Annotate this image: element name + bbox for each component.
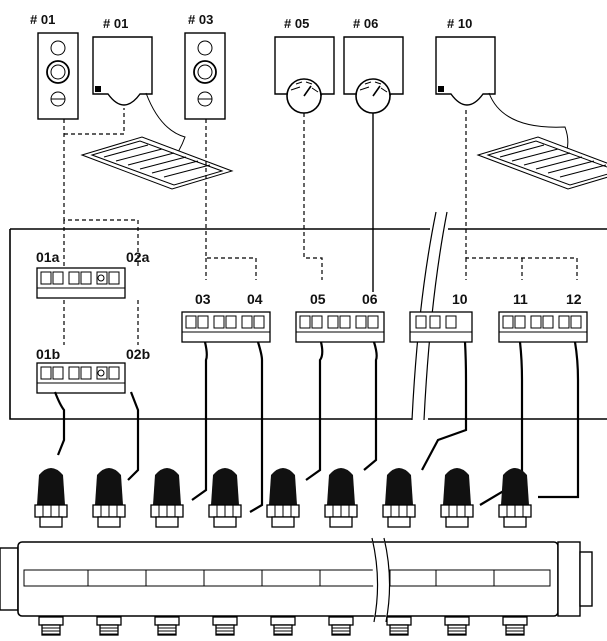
terminal-01a-label: 01a: [36, 249, 60, 265]
break-mark-bottom: [371, 537, 391, 623]
actuator-6: [324, 467, 358, 528]
outlet-7: [386, 616, 412, 636]
outlet-9: [502, 616, 528, 636]
terminal-02b-label: 02b: [126, 346, 150, 362]
actuator-9: [498, 467, 532, 528]
thermostat-03-switch: [184, 32, 226, 120]
actuator-4: [208, 467, 242, 528]
terminal-03-label: 03: [195, 291, 211, 307]
floor-heating-mat-10-icon: [477, 136, 607, 190]
control-box-frame: [9, 228, 607, 420]
outlet-5: [270, 616, 296, 636]
connector-block-01b-02b: [36, 362, 126, 394]
outlet-8: [444, 616, 470, 636]
outlet-1: [38, 616, 64, 636]
manifold: [0, 537, 593, 623]
actuator-8: [440, 467, 474, 528]
outlet-4: [212, 616, 238, 636]
thermostat-06-label: # 06: [353, 16, 378, 31]
thermostat-05-label: # 05: [284, 16, 309, 31]
thermostat-05-dial: [274, 36, 335, 114]
terminal-02a-label: 02a: [126, 249, 150, 265]
terminal-12-label: 12: [566, 291, 582, 307]
thermostat-10-sensor: [435, 36, 607, 190]
thermostat-01-sensor-label: # 01: [103, 16, 128, 31]
connector-block-11-12: [498, 311, 588, 343]
terminal-01b-label: 01b: [36, 346, 60, 362]
connector-block-03-04: [181, 311, 271, 343]
connector-block-01a-02a: [36, 267, 126, 299]
actuator-2: [92, 467, 126, 528]
actuator-wires: [53, 341, 580, 513]
thermostat-01-switch: [37, 32, 79, 120]
actuator-3: [150, 467, 184, 528]
connector-block-05-06: [295, 311, 385, 343]
actuator-1: [34, 467, 68, 528]
terminal-10-label: 10: [452, 291, 468, 307]
terminal-06-label: 06: [362, 291, 378, 307]
thermostat-01-sensor: [81, 36, 233, 190]
thermostat-06-dial: [343, 36, 404, 114]
thermostat-01-switch-label: # 01: [30, 12, 55, 27]
floor-heating-mat-01-icon: [81, 136, 233, 190]
thermostat-03-label: # 03: [188, 12, 213, 27]
thermostat-10-label: # 10: [447, 16, 472, 31]
terminal-05-label: 05: [310, 291, 326, 307]
actuator-5: [266, 467, 300, 528]
control-wiring: [63, 108, 578, 345]
outlet-2: [96, 616, 122, 636]
actuator-7: [382, 467, 416, 528]
connector-block-10: [409, 311, 473, 343]
outlet-6: [328, 616, 354, 636]
outlet-3: [154, 616, 180, 636]
terminal-04-label: 04: [247, 291, 263, 307]
break-mark-top: [411, 211, 448, 421]
terminal-11-label: 11: [513, 291, 528, 307]
